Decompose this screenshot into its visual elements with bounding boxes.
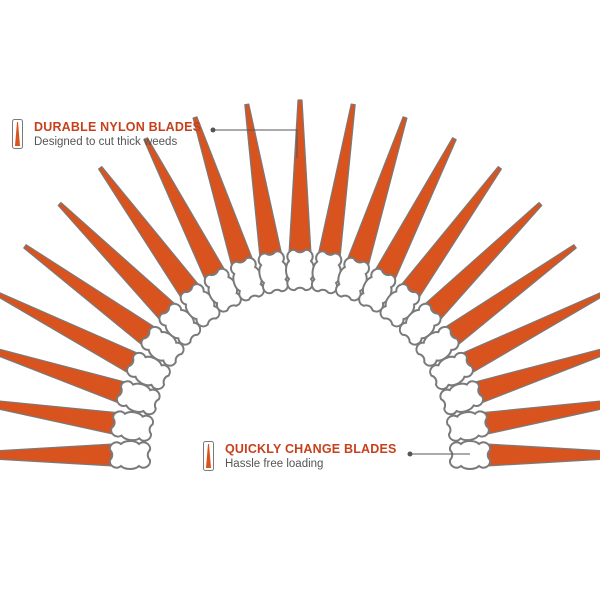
- leader-dot-top: [210, 127, 216, 133]
- callout-subtitle: Designed to cut thick weeds: [34, 136, 178, 148]
- blade: [285, 99, 315, 292]
- blade: [448, 440, 600, 470]
- leader-line-top: [213, 129, 298, 158]
- blade-arc: [0, 99, 600, 470]
- callout-title: DURABLE NYLON BLADES: [34, 120, 202, 134]
- blade-icon: [203, 441, 214, 471]
- blade: [0, 440, 152, 470]
- callout-subtitle: Hassle free loading: [225, 458, 324, 470]
- callout-quick-change: QUICKLY CHANGE BLADES Hassle free loadin…: [203, 440, 413, 476]
- callout-durable-nylon: DURABLE NYLON BLADES Designed to cut thi…: [12, 118, 222, 154]
- blade-icon: [12, 119, 23, 149]
- callout-title: QUICKLY CHANGE BLADES: [225, 442, 397, 456]
- leader-dot-bottom: [407, 451, 413, 457]
